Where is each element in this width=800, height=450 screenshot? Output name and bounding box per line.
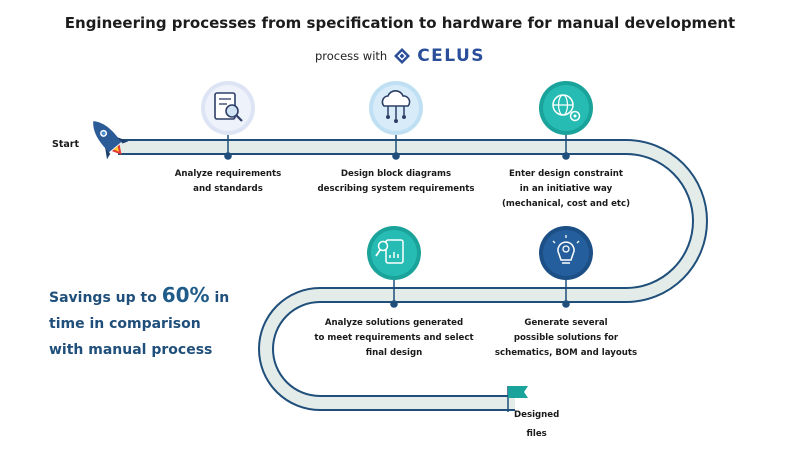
document-magnifier-icon bbox=[201, 81, 255, 135]
report-analysis-icon bbox=[367, 226, 421, 280]
step-label-enter-design-constraint: Enter design constraint in an initiative… bbox=[486, 167, 646, 212]
subtitle-prefix: process with bbox=[314, 49, 388, 63]
step2-line1: Design block diagrams bbox=[340, 169, 452, 179]
brand-name: CELUS bbox=[417, 46, 486, 66]
savings-line1: Savings up to 60% in bbox=[49, 282, 229, 311]
step-label-analyze-requirements: Analyze requirements and standards bbox=[153, 167, 303, 197]
step2-dot bbox=[392, 152, 400, 160]
step2-line2: describing system requirements bbox=[317, 184, 475, 194]
subtitle: process with CELUS bbox=[0, 46, 800, 66]
savings-before: Savings up to bbox=[49, 290, 157, 306]
step3-dot bbox=[562, 152, 570, 160]
step5-line3: final design bbox=[365, 348, 423, 358]
track-fill bbox=[118, 141, 706, 409]
step3-line1: Enter design constraint bbox=[508, 169, 623, 179]
celus-logo-icon bbox=[394, 48, 411, 64]
diagram-title: Engineering processes from specification… bbox=[64, 14, 736, 32]
step1-dot bbox=[224, 152, 232, 160]
savings-after: in bbox=[214, 290, 230, 306]
finish-flag-icon bbox=[507, 386, 528, 412]
lightbulb-gear-icon bbox=[539, 226, 593, 280]
savings-line2: time in comparison bbox=[49, 316, 201, 332]
cloud-network-icon bbox=[369, 81, 423, 135]
step-label-analyze-solutions: Analyze solutions generated to meet requ… bbox=[296, 316, 492, 361]
rocket-icon bbox=[93, 121, 129, 160]
step3-line2: in an initiative way bbox=[519, 184, 613, 194]
step4-line1: Generate several bbox=[524, 318, 608, 328]
step-label-generate-solutions: Generate several possible solutions for … bbox=[476, 316, 656, 361]
start-label: Start bbox=[52, 139, 80, 150]
step5-line1: Analyze solutions generated bbox=[324, 318, 464, 328]
end-label: Designed files bbox=[514, 406, 559, 444]
step1-line2: and standards bbox=[193, 184, 263, 194]
step4-line3: schematics, BOM and layouts bbox=[494, 348, 638, 358]
step1-line1: Analyze requirements bbox=[174, 169, 282, 179]
savings-value: 60% bbox=[161, 283, 210, 307]
globe-gear-icon bbox=[539, 81, 593, 135]
end-label-line1: Designed bbox=[514, 410, 560, 420]
step-label-design-block-diagrams: Design block diagrams describing system … bbox=[301, 167, 491, 197]
step5-dot bbox=[390, 300, 398, 308]
end-label-line2: files bbox=[526, 429, 547, 439]
step3-line3: (mechanical, cost and etc) bbox=[501, 199, 631, 209]
savings-callout: Savings up to 60% in time in comparison … bbox=[49, 282, 229, 363]
step4-line2: possible solutions for bbox=[513, 333, 619, 343]
savings-line3: with manual process bbox=[49, 342, 213, 358]
step4-dot bbox=[562, 300, 570, 308]
step5-line2: to meet requirements and select bbox=[314, 333, 474, 343]
